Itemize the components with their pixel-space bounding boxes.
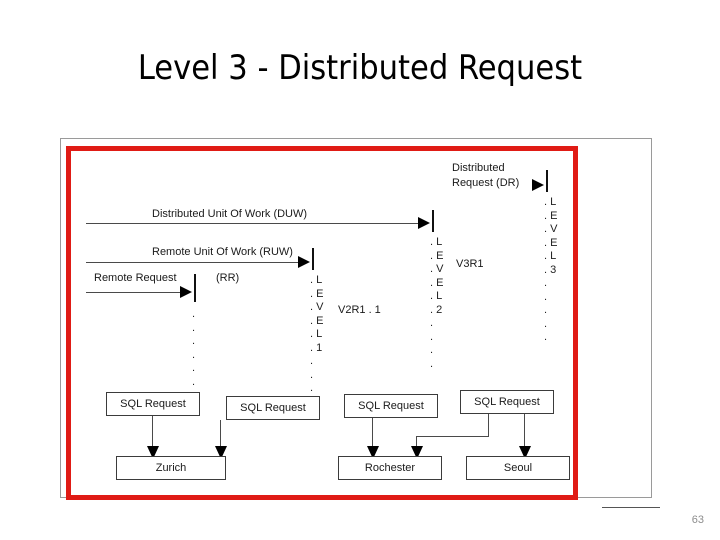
dr-label-line2: Request (DR) xyxy=(452,177,520,189)
level-cell: . xyxy=(544,331,548,343)
level-cell: . E xyxy=(310,287,324,300)
ruw-level-bar xyxy=(312,248,314,270)
site-box-seoul[interactable]: Seoul xyxy=(466,456,570,480)
level-cell: . V xyxy=(544,223,558,235)
sql3-to-rochester-arrow-icon xyxy=(367,446,379,459)
level-cell: . xyxy=(544,317,548,330)
sql-request-box-1[interactable]: SQL Request xyxy=(106,392,200,416)
level-cell: . xyxy=(192,308,196,320)
ruw-level-column: . L . E . V . E . L . 1 . . . xyxy=(310,274,323,396)
level-cell: . xyxy=(544,304,548,316)
level-cell: . L xyxy=(430,236,443,248)
rr-level-bar xyxy=(194,274,196,302)
level-cell: . xyxy=(310,368,314,381)
sql4-to-rochester-hline xyxy=(416,436,489,437)
duw-label: Distributed Unit Of Work (DUW) xyxy=(152,208,308,220)
dr-level-bar xyxy=(546,170,548,192)
page-title: Level 3 - Distributed Request xyxy=(137,48,583,88)
sql4-to-rochester-arrow-icon xyxy=(411,446,423,459)
level-cell: . 2 xyxy=(430,303,443,316)
level-cell: . xyxy=(192,348,196,361)
rr-arrow-icon xyxy=(180,286,192,298)
duw-level-bar xyxy=(432,210,434,232)
level-cell: . V xyxy=(310,301,324,313)
level-cell: . xyxy=(192,335,196,347)
level-cell: . L xyxy=(544,250,557,262)
level-cell: . E xyxy=(544,209,558,222)
ruw-version-label: V2R1 . 1 xyxy=(338,304,381,316)
sql2-to-zurich-arrow-icon xyxy=(215,446,227,459)
sql-request-box-2[interactable]: SQL Request xyxy=(226,396,320,420)
page-number: 63 xyxy=(691,514,704,526)
sql4-to-rochester-vline xyxy=(488,414,489,436)
level-cell: . E xyxy=(430,276,444,289)
rr-label: Remote Request xyxy=(94,272,177,284)
level-cell: . xyxy=(430,344,434,356)
dr-level-column: . L . E . V . E . L . 3 . . . . . xyxy=(544,196,557,345)
level-cell: . L xyxy=(430,290,443,302)
sql1-to-zurich-line xyxy=(152,416,153,450)
dr-label-line1: Distributed xyxy=(452,162,505,174)
level-cell: . xyxy=(310,355,314,367)
level-cell: . V xyxy=(430,263,444,275)
ruw-label: Remote Unit Of Work (RUW) xyxy=(152,246,293,258)
level-cell: . xyxy=(430,330,434,343)
sql4-to-seoul-arrow-icon xyxy=(519,446,531,459)
level-cell: . xyxy=(544,277,548,289)
distributed-request-diagram: Distributed Request (DR) Distributed Uni… xyxy=(66,146,578,500)
level-cell: . E xyxy=(310,314,324,327)
sql3-to-rochester-line xyxy=(372,418,373,450)
level-cell: . E xyxy=(544,236,558,249)
footer-rule xyxy=(602,507,660,508)
level-cell: . xyxy=(310,382,314,394)
red-highlight-box xyxy=(66,146,578,500)
level-cell: . xyxy=(192,321,196,334)
ruw-connector-line xyxy=(86,262,304,263)
level-cell: . 3 xyxy=(544,263,557,276)
site-box-rochester[interactable]: Rochester xyxy=(338,456,442,480)
ruw-arrow-icon xyxy=(298,256,310,268)
duw-version-label: V3R1 xyxy=(456,258,484,270)
rr-connector-line xyxy=(86,292,186,293)
level-cell: . xyxy=(192,362,196,374)
sql4-to-seoul-line xyxy=(524,414,525,450)
site-box-zurich[interactable]: Zurich xyxy=(116,456,226,480)
duw-level-column: . L . E . V . E . L . 2 . . . . xyxy=(430,236,443,371)
level-cell: . E xyxy=(430,249,444,262)
level-cell: . 1 xyxy=(310,341,323,354)
rr-abbrev-label: (RR) xyxy=(216,272,240,284)
duw-connector-line xyxy=(86,223,424,224)
level-cell: . L xyxy=(544,196,557,208)
sql-request-box-3[interactable]: SQL Request xyxy=(344,394,438,418)
level-cell: . xyxy=(430,317,434,329)
sql-request-box-4[interactable]: SQL Request xyxy=(460,390,554,414)
level-cell: . L xyxy=(310,274,323,286)
sql1-to-zurich-arrow-icon xyxy=(147,446,159,459)
level-cell: . xyxy=(430,357,434,370)
sql2-to-zurich-line xyxy=(220,420,221,450)
duw-arrow-icon xyxy=(418,217,430,229)
level-cell: . L xyxy=(310,328,323,340)
level-cell: . xyxy=(544,290,548,303)
sql4-to-rochester-drop xyxy=(416,436,417,450)
level-cell: . xyxy=(192,375,196,388)
dr-arrow-icon xyxy=(532,179,544,191)
